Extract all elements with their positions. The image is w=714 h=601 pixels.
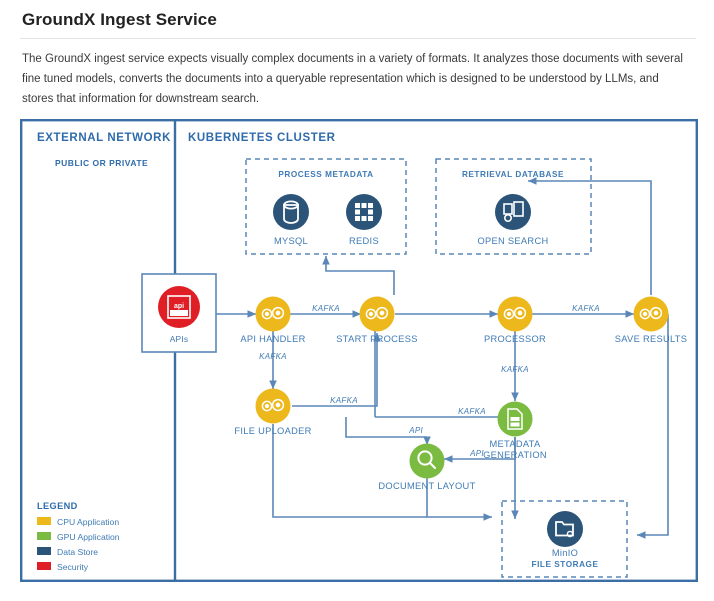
edge-start-process-to-process-metadata	[322, 256, 395, 296]
zone-label-kubernetes-cluster: KUBERNETES CLUSTER	[188, 132, 336, 144]
gears-icon	[365, 307, 389, 320]
node-document-layout-circle	[409, 443, 445, 479]
edge-processor-api-branch	[345, 417, 427, 439]
zone-sublabel-public-or-private: PUBLIC OR PRIVATE	[55, 158, 148, 168]
node-redis[interactable]: REDIS	[346, 194, 382, 246]
intro-paragraph: The GroundX ingest service expects visua…	[22, 53, 683, 105]
legend-label-datastore: Data Store	[57, 547, 98, 557]
node-label-metadata-generation-line1: METADATA	[490, 439, 541, 449]
edge-file-uploader-to-bottom-bus	[272, 424, 427, 519]
diagram-outer-border	[20, 119, 698, 583]
node-label-save-results: SAVE RESULTS	[615, 334, 688, 344]
gears-icon	[261, 307, 285, 320]
legend-swatch-datastore	[37, 547, 51, 556]
legend-label-security: Security	[57, 562, 89, 572]
node-processor[interactable]: PROCESSOR	[484, 296, 546, 345]
node-label-minio: MinIO	[552, 548, 578, 558]
node-minio-circle	[547, 511, 583, 548]
edge-label-kafka-3: KAFKA	[330, 396, 358, 405]
edge-label-api-2: API	[408, 426, 423, 435]
node-save-results[interactable]: SAVE RESULTS	[615, 296, 688, 345]
group-box-retrieval-database	[435, 158, 592, 256]
edge-file-uploader-to-start-process	[292, 333, 381, 408]
edge-label-kafka-6: KAFKA	[458, 407, 486, 416]
legend-title: LEGEND	[37, 501, 78, 511]
api-icon: api	[167, 295, 191, 320]
svg-text:api: api	[174, 303, 184, 310]
node-redis-circle	[346, 194, 382, 231]
group-label-retrieval-database: RETRIEVAL DATABASE	[462, 170, 564, 179]
edge-layer: KAFKA KAFKA KAFKA KAFKA KAFKA KAFKA A	[216, 177, 669, 540]
gears-icon	[503, 307, 527, 320]
legend-swatch-cpu	[37, 517, 51, 526]
node-label-mysql: MYSQL	[274, 236, 308, 246]
node-label-open-search: OPEN SEARCH	[478, 236, 549, 246]
node-label-api-handler: API HANDLER	[240, 334, 305, 344]
node-label-file-uploader: FILE UPLOADER	[234, 426, 311, 436]
edge-label-kafka-4: KAFKA	[572, 304, 600, 313]
node-apis[interactable]: api APIs	[141, 273, 217, 354]
redis-grid-icon	[355, 203, 373, 222]
open-search-icon	[503, 201, 524, 223]
legend-swatch-gpu	[37, 532, 51, 541]
group-box-process-metadata	[245, 158, 407, 256]
node-label-processor: PROCESSOR	[484, 334, 546, 344]
page-title: GroundX Ingest Service	[22, 10, 217, 29]
node-label-redis: REDIS	[349, 236, 379, 246]
zone-label-external-network: EXTERNAL NETWORK	[37, 132, 171, 144]
document-server-icon	[507, 408, 523, 431]
database-cylinder-icon	[283, 200, 299, 225]
magnifier-icon	[417, 450, 436, 470]
gears-icon	[261, 399, 285, 412]
node-metadata-generation[interactable]: METADATA GENERATION	[483, 401, 547, 461]
edge-save-results-to-minio	[637, 314, 669, 540]
node-open-search[interactable]: OPEN SEARCH	[478, 194, 549, 246]
legend-label-gpu: GPU Application	[57, 532, 120, 542]
legend-label-cpu: CPU Application	[57, 517, 119, 527]
node-label-apis: APIs	[170, 334, 189, 344]
node-file-uploader[interactable]: FILE UPLOADER	[234, 388, 311, 437]
diagram-svg: .ln{stroke:#5b87b8;stroke-width:1.6;fill…	[20, 119, 698, 583]
legend-swatch-security	[37, 562, 51, 571]
title-divider	[20, 38, 696, 39]
architecture-diagram: .ln{stroke:#5b87b8;stroke-width:1.6;fill…	[20, 119, 698, 583]
legend: LEGEND CPU Application GPU Application D…	[37, 501, 120, 572]
edge-label-kafka-5: KAFKA	[501, 365, 529, 374]
group-label-file-storage: FILE STORAGE	[532, 560, 599, 569]
edge-save-results-to-open-search	[528, 177, 652, 296]
node-mysql-circle	[273, 194, 309, 231]
edge-label-api-1: API	[469, 449, 484, 458]
edge-label-kafka-2: KAFKA	[259, 352, 287, 361]
node-mysql[interactable]: MYSQL	[273, 194, 309, 246]
node-label-start-process: START PROCESS	[336, 334, 417, 344]
node-open-search-circle	[495, 194, 531, 231]
folder-icon	[555, 521, 574, 538]
gears-icon	[639, 307, 663, 320]
group-label-process-metadata: PROCESS METADATA	[278, 170, 373, 179]
node-start-process[interactable]: START PROCESS	[336, 296, 417, 345]
node-label-metadata-generation-line2: GENERATION	[483, 450, 547, 460]
group-box-file-storage	[501, 500, 628, 579]
node-minio[interactable]: MinIO	[547, 511, 583, 558]
node-api-handler[interactable]: API HANDLER	[240, 296, 305, 345]
node-label-document-layout: DOCUMENT LAYOUT	[378, 481, 475, 491]
node-document-layout[interactable]: DOCUMENT LAYOUT	[378, 443, 475, 492]
edge-label-kafka-1: KAFKA	[312, 304, 340, 313]
